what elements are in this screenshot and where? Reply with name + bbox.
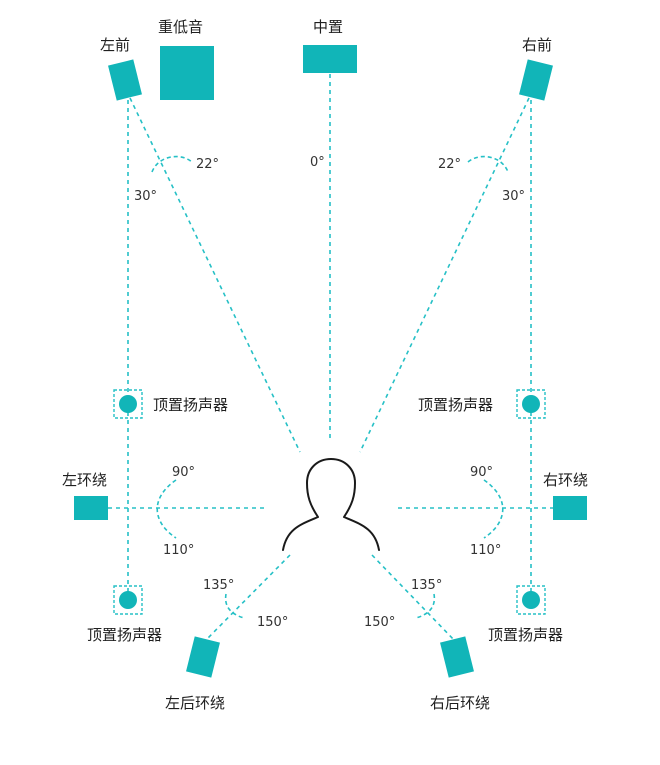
speaker-labels: 左前 重低音 中置 右前 顶置扬声器 顶置扬声器 左环绕 右环绕 顶置扬声器 顶…: [62, 18, 588, 712]
surround-right-speaker: [553, 496, 587, 520]
arc-right-side: [483, 479, 504, 539]
front-right-diagonal: [359, 97, 530, 453]
front-left-diagonal: [129, 97, 301, 453]
label-top-left-lower: 顶置扬声器: [87, 626, 162, 644]
label-front-left: 左前: [100, 36, 130, 54]
label-rear-right: 右后环绕: [430, 694, 490, 712]
angle-right-135: 135°: [411, 578, 442, 593]
label-rear-left: 左后环绕: [165, 694, 225, 712]
center-speaker: [303, 45, 357, 73]
rear-right-diagonal: [371, 554, 455, 641]
label-subwoofer: 重低音: [158, 18, 203, 36]
label-top-left-upper: 顶置扬声器: [153, 396, 228, 414]
surround-left-speaker: [74, 496, 108, 520]
rear-left-speaker: [186, 636, 220, 678]
angle-arcs: [151, 155, 509, 619]
angle-left-135: 135°: [203, 578, 234, 593]
guide-lines: [108, 74, 553, 641]
angle-right-110: 110°: [470, 543, 501, 558]
top-speaker-right-lower: [516, 585, 546, 615]
front-left-speaker: [108, 59, 142, 101]
top-speaker-left-upper: [113, 389, 143, 419]
angle-right-90: 90°: [470, 465, 493, 480]
angle-right-150: 150°: [364, 615, 395, 630]
label-surround-right: 右环绕: [543, 471, 588, 489]
rear-right-speaker: [440, 636, 474, 678]
angle-left-150: 150°: [257, 615, 288, 630]
label-top-right-lower: 顶置扬声器: [488, 626, 563, 644]
arc-left-front: [151, 155, 193, 173]
angle-labels: 0° 22° 30° 22° 30° 90° 110° 90° 110° 135…: [134, 155, 525, 630]
arc-right-front: [467, 155, 509, 173]
angle-left-90: 90°: [172, 465, 195, 480]
label-front-right: 右前: [522, 36, 552, 54]
angle-right-22: 22°: [438, 157, 461, 172]
angle-left-22: 22°: [196, 157, 219, 172]
arc-left-side: [156, 479, 177, 539]
top-speaker-left-lower: [113, 585, 143, 615]
label-center: 中置: [313, 18, 343, 36]
label-surround-left: 左环绕: [62, 471, 107, 489]
front-right-speaker: [519, 59, 553, 101]
label-top-right-upper: 顶置扬声器: [418, 396, 493, 414]
angle-left-30: 30°: [134, 189, 157, 204]
arc-right-rear: [415, 593, 436, 619]
top-speaker-right-upper: [516, 389, 546, 419]
rear-left-diagonal: [205, 554, 291, 641]
arc-left-rear: [224, 593, 245, 619]
angle-center: 0°: [310, 155, 325, 170]
angle-left-110: 110°: [163, 543, 194, 558]
speakers: [74, 45, 587, 678]
angle-right-30: 30°: [502, 189, 525, 204]
listener-icon: [282, 458, 380, 551]
subwoofer-speaker: [160, 46, 214, 100]
